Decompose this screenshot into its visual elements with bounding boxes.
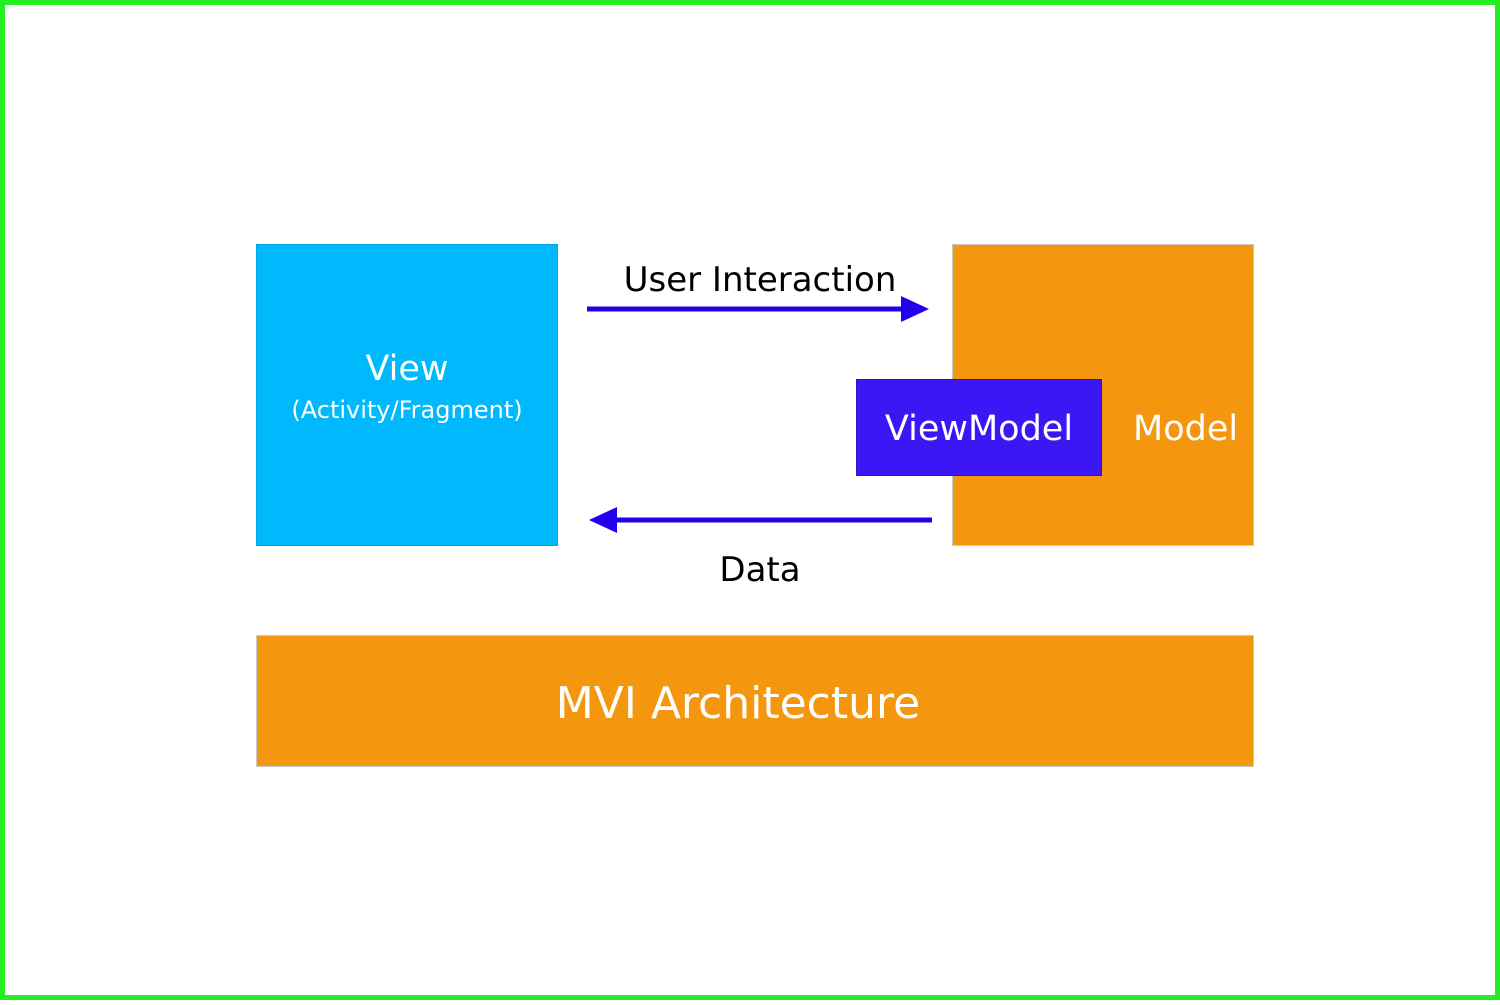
user-interaction-arrow-head <box>901 296 929 322</box>
data-label: Data <box>719 550 801 590</box>
viewmodel-label: ViewModel <box>884 409 1074 449</box>
data-arrow-head <box>589 507 617 533</box>
mvi-architecture-box: MVI Architecture <box>256 635 1254 767</box>
view-title: View <box>365 349 449 389</box>
view-subtitle: (Activity/Fragment) <box>291 396 523 424</box>
arrows-layer <box>587 296 932 533</box>
data-arrow <box>589 507 932 533</box>
user-interaction-arrow <box>587 296 929 322</box>
view-box: View (Activity/Fragment) <box>256 244 558 546</box>
mvi-architecture-label: MVI Architecture <box>555 678 921 729</box>
model-box: Model <box>952 244 1254 546</box>
user-interaction-label: User Interaction <box>623 260 897 300</box>
model-label: Model <box>1133 409 1239 449</box>
viewmodel-box: ViewModel <box>856 379 1102 476</box>
